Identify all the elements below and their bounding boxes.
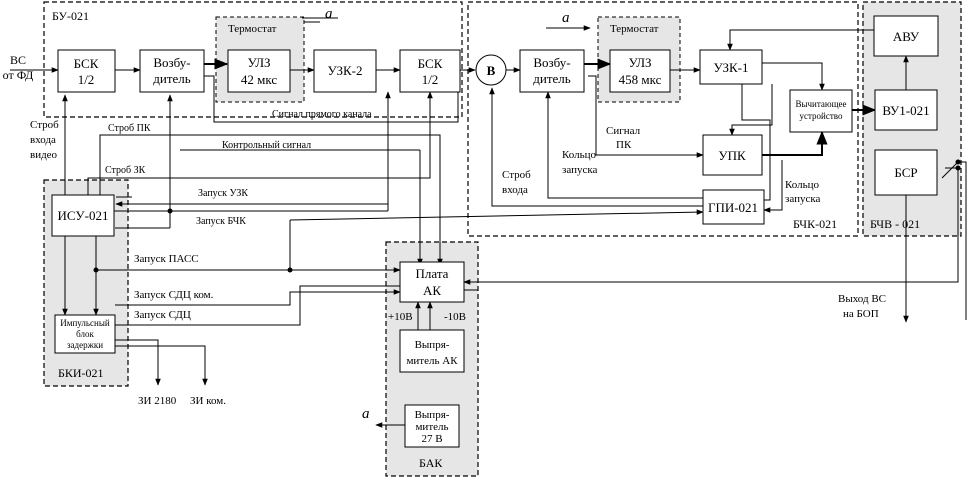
imp-line3: задержки <box>67 340 103 350</box>
block-bsk1: БСК 1/2 <box>57 49 116 93</box>
block-uzk2: УЗК-2 <box>313 49 377 93</box>
block-b-circle: В <box>475 54 507 86</box>
block-avu: АВУ <box>873 15 939 57</box>
group-bu-title: БУ-021 <box>52 9 89 23</box>
vozb1-line1: Возбу- <box>153 55 190 70</box>
vypr27-line1: Выпря- <box>415 409 450 421</box>
label-minus10: -10В <box>444 311 466 323</box>
block-plata-ak: Плата АК <box>399 261 465 303</box>
label-strob-video-1: Строб <box>30 119 59 131</box>
group-bchk-title: БЧК-021 <box>793 217 837 231</box>
label-plus10: +10В <box>388 311 413 323</box>
b-circle-label: В <box>487 63 496 78</box>
bsk2-line1: БСК <box>418 56 443 71</box>
label-strob-video-3: видео <box>30 149 58 161</box>
label-zapusk-sdc-kom: Запуск СДЦ ком. <box>134 289 214 301</box>
plata-line1: Плата <box>416 266 449 281</box>
label-koltso1-1: Кольцо <box>562 149 597 161</box>
vypr-ak-line2: митель АК <box>406 355 458 367</box>
label-a-3: а <box>362 406 370 422</box>
thermostat-1-label: Термостат <box>228 23 277 35</box>
block-isu: ИСУ-021 <box>51 194 115 237</box>
label-zapusk-bchk: Запуск БЧК <box>196 216 246 227</box>
group-bu <box>43 1 463 118</box>
block-uzk1: УЗК-1 <box>699 49 763 85</box>
vych-line2: устройство <box>800 111 843 121</box>
label-koltso1-2: запуска <box>562 164 598 176</box>
vypr27-line2: митель <box>415 421 448 433</box>
label-strob-pk: Строб ПК <box>108 123 151 134</box>
block-vypr-27: Выпря- митель 27 В <box>404 404 460 448</box>
group-bchv-title: БЧВ - 021 <box>870 217 920 231</box>
block-vozb1: Возбу- дитель <box>139 49 205 93</box>
vypr27-line3: 27 В <box>421 433 442 445</box>
group-bak-title: БАК <box>419 456 443 470</box>
uzk1-label: УЗК-1 <box>713 60 748 75</box>
block-vu1: ВУ1-021 <box>874 89 938 131</box>
label-zapusk-sdc: Запуск СДЦ <box>134 309 191 321</box>
label-vyhod-vs-1: Выход ВС <box>838 293 886 305</box>
group-bki-title: БКИ-021 <box>58 366 104 380</box>
ulz1-line1: УЛЗ <box>247 55 270 70</box>
label-zi-kom: ЗИ ком. <box>190 395 226 407</box>
imp-line2: блок <box>76 329 94 339</box>
vozb2-line1: Возбу- <box>533 55 570 70</box>
label-koltso2-1: Кольцо <box>785 179 820 191</box>
bsk2-line2: 1/2 <box>422 72 439 87</box>
vypr-ak-line1: Выпря- <box>415 339 450 351</box>
label-vs-line2: от ФД <box>3 68 34 82</box>
connections <box>10 17 967 428</box>
imp-line1: Импульсный <box>60 318 110 328</box>
label-zi2180: ЗИ 2180 <box>138 395 177 407</box>
gpi-label: ГПИ-021 <box>708 200 758 215</box>
vozb1-line2: дитель <box>153 71 191 86</box>
block-gpi: ГПИ-021 <box>702 189 765 225</box>
bsk1-line2: 1/2 <box>78 72 95 87</box>
label-vs-line1: ВС <box>10 53 26 67</box>
upk-label: УПК <box>718 148 746 163</box>
label-vyhod-vs-2: на БОП <box>843 308 879 320</box>
label-strob-vhoda-1: Строб <box>502 169 531 181</box>
block-vozb2: Возбу- дитель <box>519 49 585 93</box>
block-imp: Импульсный блок задержки <box>54 314 116 354</box>
block-bsk2: БСК 1/2 <box>399 49 461 93</box>
label-signal-direct: Сигнал прямого канала <box>272 109 372 120</box>
label-zapusk-uzk: Запуск УЗК <box>198 188 248 199</box>
block-ulz1: УЛЗ 42 мкс <box>227 49 291 93</box>
group-bchk <box>467 1 859 237</box>
ulz1-line2: 42 мкс <box>241 72 277 87</box>
bsk1-line1: БСК <box>74 56 99 71</box>
label-a-2: а <box>562 10 570 26</box>
ulz2-line2: 458 мкс <box>619 72 662 87</box>
plata-line2: АК <box>423 283 441 298</box>
vozb2-line2: дитель <box>533 71 571 86</box>
block-vypr-ak: Выпря- митель АК <box>399 329 465 373</box>
label-strob-video-2: входа <box>30 134 56 146</box>
avu-label: АВУ <box>893 29 920 44</box>
uzk2-label: УЗК-2 <box>327 63 362 78</box>
label-zapusk-pass: Запуск ПАСС <box>134 253 199 265</box>
label-strob-vhoda-2: входа <box>502 184 528 196</box>
bsr-label: БСР <box>894 165 917 180</box>
ulz2-line1: УЛЗ <box>628 55 651 70</box>
block-upk: УПК <box>702 134 763 176</box>
vu1-label: ВУ1-021 <box>882 103 929 118</box>
block-bsr: БСР <box>874 149 938 196</box>
block-vych: Вычитающее устройство <box>789 89 853 133</box>
label-koltso2-2: запуска <box>785 193 821 205</box>
block-ulz2: УЛЗ 458 мкс <box>609 49 671 93</box>
isu-label: ИСУ-021 <box>58 208 109 223</box>
label-signal-pk-1: Сигнал <box>606 125 641 137</box>
thermostat-2-label: Термостат <box>610 23 659 35</box>
label-control-signal: Контрольный сигнал <box>222 140 311 151</box>
label-strob-zk: Строб ЗК <box>105 165 146 176</box>
label-signal-pk-2: ПК <box>616 139 632 151</box>
label-a-1: а <box>325 6 333 22</box>
vych-line1: Вычитающее <box>795 99 846 109</box>
